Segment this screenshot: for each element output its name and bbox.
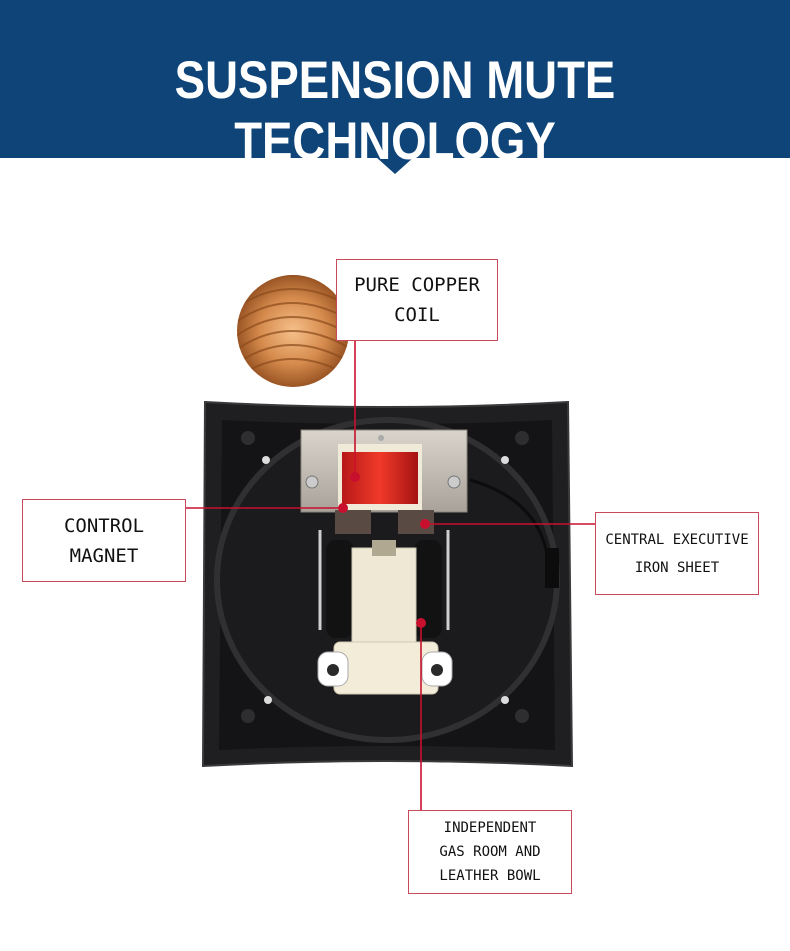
callout-line: CONTROL bbox=[63, 514, 145, 537]
callout-line: INDEPENDENT bbox=[443, 820, 537, 836]
leader-dots bbox=[338, 472, 430, 628]
magnet-arms bbox=[317, 510, 453, 695]
callout-iron-sheet: CENTRAL EXECUTIVE IRON SHEET bbox=[595, 512, 759, 595]
dot-iron-sheet bbox=[420, 519, 430, 529]
callout-line: CENTRAL EXECUTIVE bbox=[605, 531, 749, 548]
page-title: SUSPENSION MUTE TECHNOLOGY bbox=[174, 51, 616, 171]
leader-lines bbox=[185, 340, 595, 810]
dot-control-magnet bbox=[338, 503, 348, 513]
coil-assembly bbox=[300, 429, 468, 513]
dot-gas-room bbox=[416, 618, 426, 628]
callout-line: PURE COPPER bbox=[354, 274, 480, 296]
callout-gas-room: INDEPENDENT GAS ROOM AND LEATHER BOWL bbox=[408, 810, 572, 894]
header-banner bbox=[0, 0, 790, 158]
callout-control-magnet: CONTROL MAGNET bbox=[22, 499, 186, 582]
callout-line: MAGNET bbox=[69, 544, 139, 567]
banner-notch bbox=[376, 157, 414, 174]
callout-copper-coil: PURE COPPER COIL bbox=[336, 259, 498, 341]
callout-line: IRON SHEET bbox=[634, 559, 720, 576]
callout-line: LEATHER BOWL bbox=[439, 868, 541, 884]
callout-line: COIL bbox=[394, 304, 440, 326]
dot-copper-coil bbox=[350, 472, 360, 482]
callout-line: GAS ROOM AND bbox=[439, 844, 541, 860]
